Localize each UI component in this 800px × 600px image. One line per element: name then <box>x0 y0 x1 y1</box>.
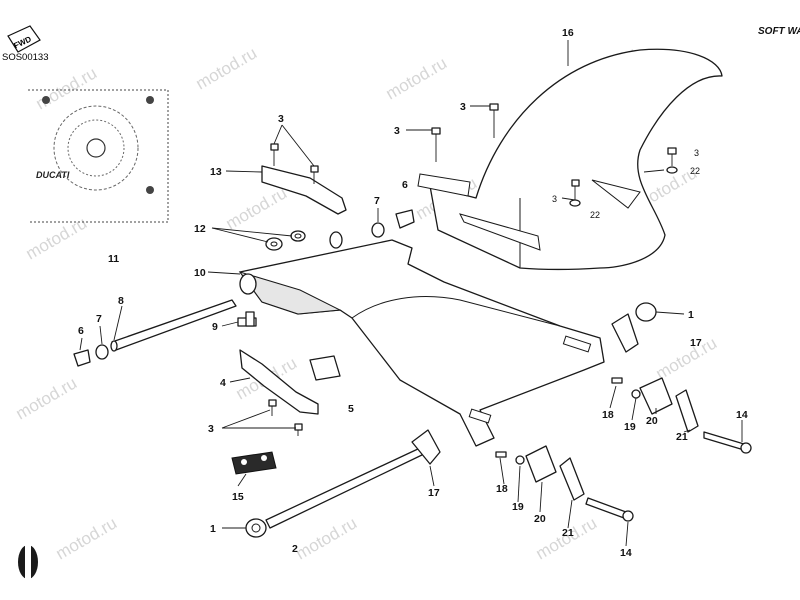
clamp-20-upper <box>639 377 673 415</box>
bolt-9 <box>237 311 257 327</box>
chain-link-15 <box>231 451 277 475</box>
callout-13: 13 <box>210 166 222 178</box>
callout-16: 16 <box>562 27 574 39</box>
brand-logo-text: SOFT WAY <box>758 26 800 37</box>
callout-4: 4 <box>220 377 226 389</box>
callout-20: 20 <box>646 415 658 427</box>
callout-1: 1 <box>210 523 216 535</box>
callout-9: 9 <box>212 321 218 333</box>
callout-18: 18 <box>496 483 508 495</box>
pivot-shaft-8 <box>110 299 237 352</box>
cap-6-upper <box>395 209 415 229</box>
fwd-badge: FWD <box>7 25 41 53</box>
screw-3e <box>270 143 319 184</box>
watermark-text: motod.ru <box>293 513 361 563</box>
callout-19: 19 <box>624 421 636 433</box>
callout-17: 17 <box>690 337 702 349</box>
plate-21-upper <box>675 389 699 433</box>
screw-18-upper <box>611 377 623 384</box>
callout-22: 22 <box>590 210 600 220</box>
watermark-text: motod.ru <box>23 213 91 263</box>
watermark-text: motod.ru <box>193 43 261 93</box>
chain-slider-lower <box>239 349 319 415</box>
callouts: 16 3 3 3 22 3 22 3 6 13 7 12 11 10 8 6 7… <box>78 27 748 559</box>
callout-7: 7 <box>96 313 102 325</box>
inset-brand: DUCATI <box>36 170 70 180</box>
callout-10: 10 <box>194 267 206 279</box>
spacer-7-lower <box>95 344 109 360</box>
chain-slider-upper <box>261 165 347 215</box>
cap-6-lower <box>73 349 91 367</box>
callout-3: 3 <box>208 423 214 435</box>
plate-21-lower <box>559 457 585 501</box>
screw-3c <box>667 147 677 166</box>
leader-lines <box>79 40 743 547</box>
watermark-text: motod.ru <box>53 513 121 563</box>
callout-6: 6 <box>402 179 408 191</box>
chain-adjuster-17-upper <box>611 313 639 353</box>
screw-3b <box>431 127 441 162</box>
screw-3f <box>268 399 303 436</box>
watermark-text: motod.ru <box>383 53 451 103</box>
clamp-20-lower <box>525 445 557 483</box>
sprocket-inset: DUCATI <box>28 89 169 223</box>
washer-22b <box>569 199 581 207</box>
callout-3: 3 <box>694 148 699 158</box>
callout-3: 3 <box>460 101 466 113</box>
plate-5 <box>309 355 341 381</box>
callout-19: 19 <box>512 501 524 513</box>
callout-2: 2 <box>292 543 298 555</box>
callout-22: 22 <box>690 166 700 176</box>
callout-3: 3 <box>552 194 557 204</box>
callout-3: 3 <box>394 125 400 137</box>
callout-14: 14 <box>620 547 632 559</box>
callout-1: 1 <box>688 309 694 321</box>
washer-19-upper <box>631 389 641 399</box>
screw-3d <box>571 179 580 200</box>
callout-17: 17 <box>428 487 440 499</box>
brand-logo: SOFT WAY <box>758 26 800 37</box>
washer-19-lower <box>515 455 525 465</box>
corner-logo <box>18 545 38 579</box>
diagram-code: SOS00133 <box>2 52 48 63</box>
callout-14: 14 <box>736 409 748 421</box>
eccentric-1-lower <box>245 518 267 538</box>
eccentric-1-upper <box>635 302 657 322</box>
rear-mudguard <box>417 48 723 271</box>
watermark-text: motod.ru <box>223 183 291 233</box>
callout-11: 11 <box>108 253 119 265</box>
watermark-text: motod.ru <box>653 333 721 383</box>
washer-22a <box>666 166 678 174</box>
callout-20: 20 <box>534 513 546 525</box>
callout-5: 5 <box>348 403 354 415</box>
callout-12: 12 <box>194 223 206 235</box>
callout-6: 6 <box>78 325 84 337</box>
callout-21: 21 <box>562 527 574 539</box>
callout-3: 3 <box>278 113 284 125</box>
screw-3a <box>489 103 499 138</box>
bolt-14-lower <box>585 497 634 522</box>
watermark-text: motod.ru <box>13 373 81 423</box>
callout-18: 18 <box>602 409 614 421</box>
spacer-7-upper <box>371 222 385 238</box>
screw-18-lower <box>495 451 507 458</box>
callout-8: 8 <box>118 295 124 307</box>
chain-adjuster-17-lower <box>411 429 441 465</box>
bolt-14-upper <box>703 431 752 454</box>
callout-21: 21 <box>676 431 688 443</box>
callout-7: 7 <box>374 195 380 207</box>
callout-15: 15 <box>232 491 244 503</box>
swingarm <box>238 231 605 447</box>
